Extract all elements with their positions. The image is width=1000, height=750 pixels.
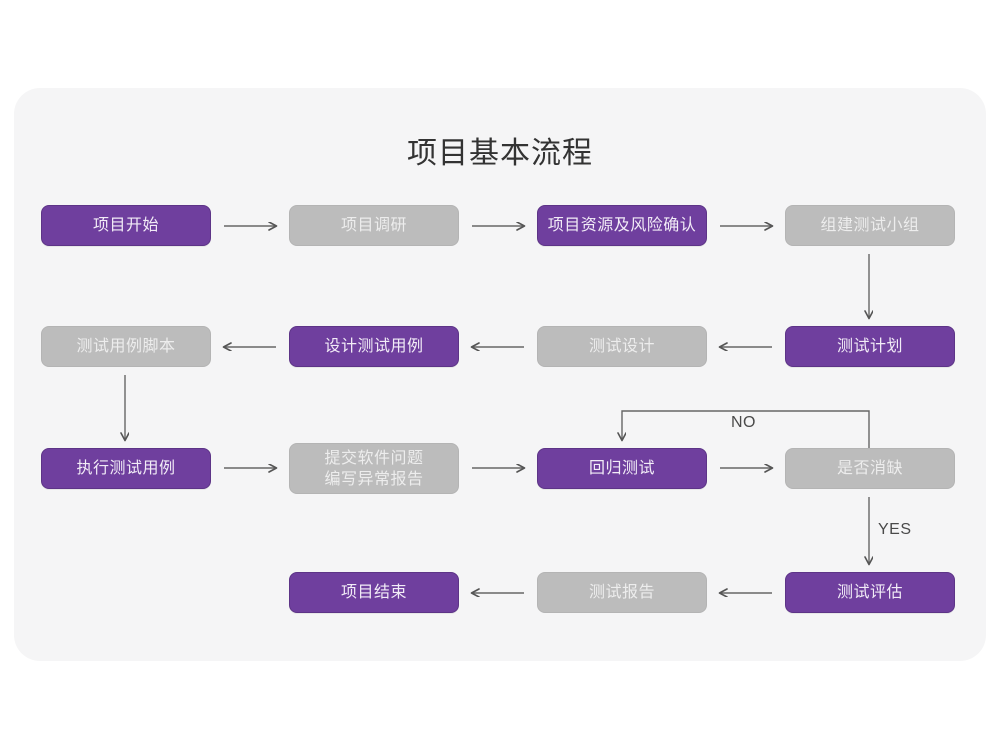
node-test-plan[interactable]: 测试计划 <box>785 326 955 367</box>
node-submit-defect-report[interactable]: 提交软件问题 编写异常报告 <box>289 443 459 494</box>
node-regression-test[interactable]: 回归测试 <box>537 448 707 489</box>
node-test-report[interactable]: 测试报告 <box>537 572 707 613</box>
page-title: 项目基本流程 <box>407 137 593 170</box>
diagram-card <box>14 88 986 661</box>
node-design-test-cases[interactable]: 设计测试用例 <box>289 326 459 367</box>
edge-label-no: NO <box>731 414 756 431</box>
node-project-start[interactable]: 项目开始 <box>41 205 211 246</box>
node-test-evaluation[interactable]: 测试评估 <box>785 572 955 613</box>
edge-label-yes: YES <box>878 521 912 538</box>
node-defects-cleared-decision[interactable]: 是否消缺 <box>785 448 955 489</box>
node-resource-risk-confirm[interactable]: 项目资源及风险确认 <box>537 205 707 246</box>
node-test-design[interactable]: 测试设计 <box>537 326 707 367</box>
node-form-test-team[interactable]: 组建测试小组 <box>785 205 955 246</box>
node-execute-test-cases[interactable]: 执行测试用例 <box>41 448 211 489</box>
node-test-case-script[interactable]: 测试用例脚本 <box>41 326 211 367</box>
node-project-research[interactable]: 项目调研 <box>289 205 459 246</box>
node-project-end[interactable]: 项目结束 <box>289 572 459 613</box>
